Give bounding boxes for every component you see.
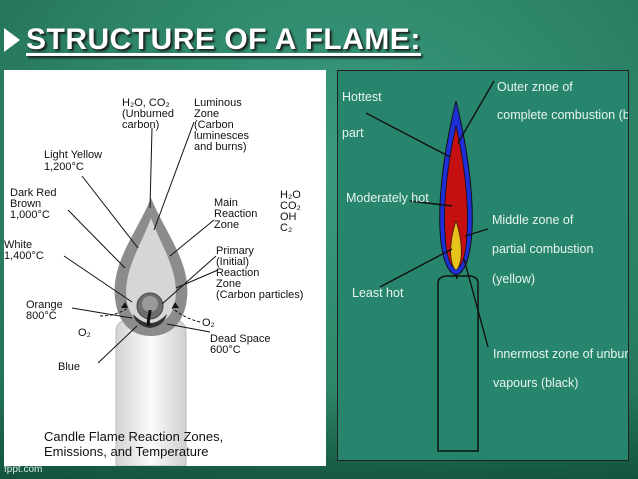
white-label: White	[4, 239, 32, 251]
slide-title-row: STRUCTURE OF A FLAME:	[4, 14, 421, 66]
dead-space-temp: 600°C	[210, 344, 241, 356]
innermost-zone-label-1: Innermost zone of unburnt wax	[493, 347, 628, 361]
hottest-label-1: Hottest	[342, 90, 382, 104]
figure-caption-1: Candle Flame Reaction Zones,	[44, 429, 223, 444]
innermost-zone-label-2: vapours (black)	[493, 376, 578, 390]
orange-temp: 800°C	[26, 310, 57, 322]
middle-zone-label-3: (yellow)	[492, 272, 535, 286]
outer-zone-label-1: Outer znoe of	[497, 80, 573, 94]
main-reaction-label-2: Reaction	[214, 208, 257, 220]
inner-zone-flame	[450, 220, 462, 271]
hottest-label-2: part	[342, 126, 364, 140]
middle-zone-label-2: partial combustion	[492, 242, 593, 256]
least-hot-label: Least hot	[352, 286, 404, 300]
o2-right-label: O₂	[202, 317, 215, 329]
white-temp: 1,400°C	[4, 250, 44, 262]
light-yellow-temp: 1,200°C	[44, 161, 84, 173]
outer-zone-label-2: complete combustion (blue)	[497, 108, 628, 122]
primary-zone-core	[142, 296, 158, 312]
luminous-label-4: luminesces	[194, 130, 250, 142]
candle-flame-zones-figure: H₂O, CO₂ (Unburned carbon) Luminous Zone…	[4, 70, 326, 467]
blue-zone-base	[133, 314, 167, 328]
product-c2: C₂	[280, 222, 292, 234]
co2-label-1: H₂O, CO₂	[122, 97, 170, 109]
o2-left-label: O₂	[78, 327, 91, 339]
moderately-hot-label: Moderately hot	[346, 191, 429, 205]
product-co2: CO₂	[280, 200, 301, 212]
luminous-zone-shape	[126, 218, 176, 324]
dark-red-temp: 1,000°C	[10, 209, 50, 221]
colored-flame-diagram: Hottest part Outer znoe of complete comb…	[342, 80, 638, 452]
primary-zone-label-5: (Carbon particles)	[216, 289, 303, 301]
luminous-label-3: (Carbon	[194, 119, 234, 131]
product-oh: OH	[280, 211, 297, 223]
wick	[146, 309, 152, 327]
product-h2o: H₂O	[280, 189, 301, 201]
light-yellow-label: Light Yellow	[44, 149, 102, 161]
luminous-label-1: Luminous	[194, 97, 242, 109]
main-reaction-label-1: Main	[214, 197, 238, 209]
middle-zone-label-1: Middle zone of	[492, 213, 574, 227]
primary-zone-label-1: Primary	[216, 245, 254, 257]
co2-label-2: (Unburned	[122, 108, 174, 120]
luminous-label-5: and burns)	[194, 141, 247, 153]
dark-red-label-2: Brown	[10, 198, 41, 210]
blue-label: Blue	[58, 361, 80, 373]
dead-space-label: Dead Space	[210, 333, 271, 345]
slide-title: STRUCTURE OF A FLAME:	[26, 23, 421, 56]
luminous-label-2: Zone	[194, 108, 219, 120]
footer-watermark: fppt.com	[4, 464, 43, 475]
candle-outline	[437, 275, 479, 452]
candle-flame-zones-diagram: H₂O, CO₂ (Unburned carbon) Luminous Zone…	[4, 97, 303, 467]
main-reaction-label-3: Zone	[214, 219, 239, 231]
primary-zone-label-3: Reaction	[216, 267, 259, 279]
primary-zone-label-2: (Initial)	[216, 256, 249, 268]
primary-zone-label-4: Zone	[216, 278, 241, 290]
figure-caption-2: Emissions, and Temperature	[44, 444, 209, 459]
colored-flame-zones-figure: Hottest part Outer znoe of complete comb…	[337, 70, 638, 461]
orange-label: Orange	[26, 299, 63, 311]
co2-label-3: carbon)	[122, 119, 159, 131]
arrow-bullet-icon	[4, 28, 20, 52]
dark-red-label-1: Dark Red	[10, 187, 56, 199]
